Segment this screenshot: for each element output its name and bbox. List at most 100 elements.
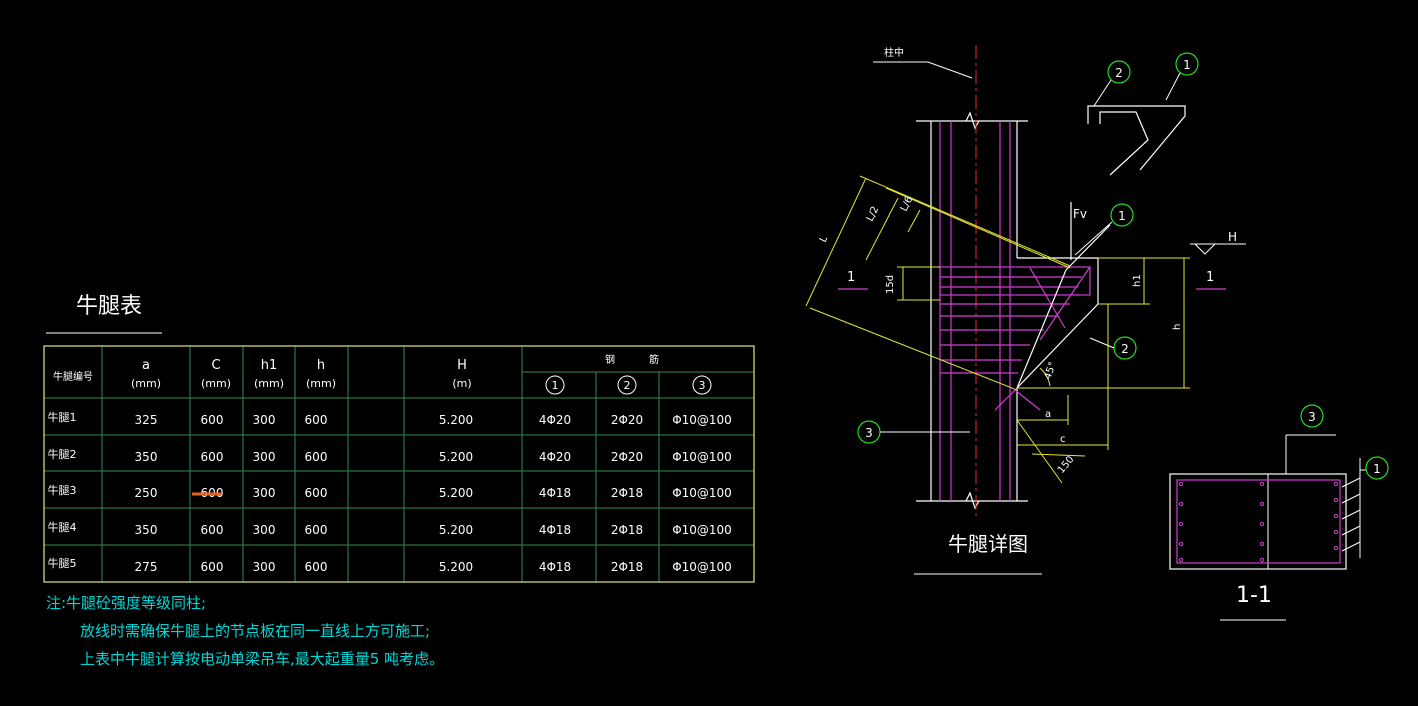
cell-c: 600 — [201, 560, 224, 574]
header-h1-unit: (mm) — [254, 377, 284, 390]
cell-r3: Φ10@100 — [672, 413, 732, 427]
header-sub: 1 2 3 — [552, 379, 706, 392]
callout-1-top: 1 — [1183, 58, 1191, 72]
header-id: 牛腿编号 — [53, 370, 93, 383]
header-sub-2: 2 — [624, 379, 631, 392]
cell-a: 350 — [135, 450, 158, 464]
dim-L: L — [818, 234, 831, 244]
dimension-lines — [805, 175, 1190, 484]
center-label: 柱中 — [884, 46, 904, 59]
callout-3: 3 — [865, 426, 873, 440]
cell-r1: 4Φ18 — [539, 523, 571, 537]
cell-H: 5.200 — [439, 450, 473, 464]
notes: 注:牛腿砼强度等级同柱; 放线时需确保牛腿上的节点板在同一直线上方可施工; 上表… — [46, 594, 444, 668]
cell-H: 5.200 — [439, 413, 473, 427]
dim-h: h — [1172, 324, 1183, 330]
cell-r2: 2Φ20 — [611, 450, 643, 464]
cell-r2: 2Φ20 — [611, 413, 643, 427]
cell-r2: 2Φ18 — [611, 486, 643, 500]
cell-a: 325 — [135, 413, 158, 427]
note-line-2: 放线时需确保牛腿上的节点板在同一直线上方可施工; — [80, 622, 430, 640]
section-title: 1-1 — [1236, 583, 1272, 608]
elevation-mark — [1190, 243, 1246, 255]
detail-title: 牛腿详图 — [948, 532, 1028, 556]
section-stirrup — [1176, 479, 1341, 564]
header-a: a — [142, 358, 150, 373]
callout-2-top: 2 — [1115, 66, 1123, 80]
section-bars — [1178, 481, 1339, 563]
header-circles — [545, 375, 712, 395]
header-rebar-2: 筋 — [649, 353, 659, 366]
cell-r3: Φ10@100 — [672, 486, 732, 500]
cell-h1: 300 — [253, 523, 276, 537]
cell-H: 5.200 — [439, 486, 473, 500]
callout-2: 2 — [1121, 342, 1129, 356]
header-H: H — [457, 358, 467, 373]
table-row: 牛腿1 325 600 300 600 5.200 4Φ20 2Φ20 Φ10@… — [48, 410, 732, 427]
dim-150: 150 — [1056, 454, 1077, 476]
cell-id: 牛腿1 — [48, 410, 77, 424]
corbel-detail: 柱中 — [805, 45, 1246, 575]
cell-h: 600 — [305, 413, 328, 427]
cell-H: 5.200 — [439, 523, 473, 537]
header-c-unit: (mm) — [201, 377, 231, 390]
header-h: h — [317, 358, 325, 373]
section-callout-1: 1 — [1373, 462, 1381, 476]
note-line-3: 上表中牛腿计算按电动单梁吊车,最大起重量5 吨考虑。 — [80, 650, 444, 668]
cell-id: 牛腿5 — [48, 556, 77, 570]
cell-h1: 300 — [253, 486, 276, 500]
dim-c: c — [1060, 434, 1066, 445]
dim-15d: 15d — [885, 275, 896, 294]
cell-h1: 300 — [253, 450, 276, 464]
table-row: 牛腿5 275 600 300 600 5.200 4Φ18 2Φ18 Φ10@… — [48, 556, 732, 574]
section-leaders — [1285, 434, 1366, 558]
dim-a: a — [1045, 409, 1051, 420]
table-body: 牛腿1 325 600 300 600 5.200 4Φ20 2Φ20 Φ10@… — [48, 410, 732, 574]
table-border — [43, 345, 755, 583]
table-grid — [44, 346, 754, 582]
callout-numbers: 2 1 1 2 3 — [865, 58, 1191, 440]
dim-L2: L/2 — [865, 205, 882, 224]
load-fv: Fv — [1073, 207, 1087, 221]
note-line-1: 注:牛腿砼强度等级同柱; — [46, 594, 206, 612]
section-mark-right: 1 — [1206, 270, 1214, 285]
cell-r3: Φ10@100 — [672, 450, 732, 464]
dim-L6: L/6 — [899, 195, 916, 214]
cell-h1: 300 — [253, 413, 276, 427]
table-row: 牛腿3 250 600 300 600 5.200 4Φ18 2Φ18 Φ10@… — [48, 483, 732, 500]
section-mark-left: 1 — [847, 270, 855, 285]
cell-H: 5.200 — [439, 560, 473, 574]
header-sub-1: 1 — [552, 379, 559, 392]
corbel-table: 牛腿表 牛腿编号 a (mm) C (mm) — [43, 294, 755, 583]
header-c: C — [211, 358, 220, 373]
cell-h1: 300 — [253, 560, 276, 574]
cell-h: 600 — [305, 560, 328, 574]
header-h-unit: (mm) — [306, 377, 336, 390]
cell-c: 600 — [201, 413, 224, 427]
table-row: 牛腿2 350 600 300 600 5.200 4Φ20 2Φ20 Φ10@… — [48, 447, 732, 464]
column-outline — [916, 111, 1099, 510]
cell-h: 600 — [305, 450, 328, 464]
cell-h: 600 — [305, 486, 328, 500]
header-rebar-1: 钢 — [605, 353, 615, 366]
cell-a: 275 — [135, 560, 158, 574]
cell-r2: 2Φ18 — [611, 560, 643, 574]
cell-id: 牛腿3 — [48, 483, 77, 497]
dim-angle: 45° — [1042, 361, 1058, 381]
callout-1: 1 — [1118, 209, 1126, 223]
cell-id: 牛腿4 — [48, 520, 77, 534]
cell-a: 350 — [135, 523, 158, 537]
cell-a: 250 — [135, 486, 158, 500]
elevation-H: H — [1228, 230, 1237, 244]
cell-h: 600 — [305, 523, 328, 537]
section-outline — [1169, 473, 1347, 570]
header-H-unit: (m) — [452, 377, 471, 390]
table-row: 牛腿4 350 600 300 600 5.200 4Φ18 2Φ18 Φ10@… — [48, 520, 732, 537]
cell-id: 牛腿2 — [48, 447, 77, 461]
table-header: 牛腿编号 a (mm) C (mm) h1 (mm) h (mm) H (m) … — [53, 353, 659, 390]
section-1-1: 3 1 1-1 — [1169, 404, 1389, 621]
center-leader — [873, 61, 973, 79]
cell-r3: Φ10@100 — [672, 523, 732, 537]
section-callout-circles — [1300, 404, 1389, 480]
